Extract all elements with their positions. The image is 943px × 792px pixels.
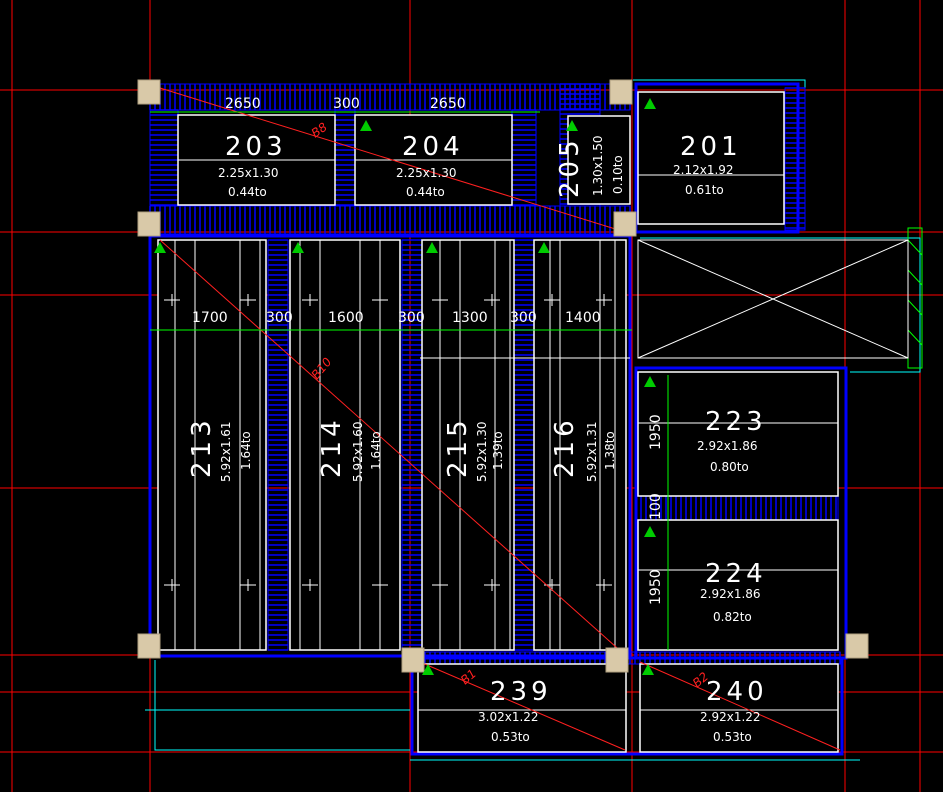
room-205-weight: 0.10to [611, 155, 625, 194]
dim-v-gap: 100 [648, 493, 664, 520]
dimension-texts: 2650 300 2650 1700 300 1600 300 1300 300… [192, 96, 664, 605]
room-201-size: 2.12x1.92 [673, 163, 734, 177]
room-204-id: 204 [402, 132, 464, 162]
triangle-marker [644, 376, 656, 387]
room-240-id: 240 [706, 677, 768, 707]
triangle-marker [154, 242, 166, 253]
column [137, 633, 161, 659]
column [137, 211, 161, 237]
triangle-marker [642, 664, 654, 675]
slab-panel [637, 371, 839, 497]
dim-g3: 300 [510, 310, 537, 326]
room-labels: 203 2.25x1.30 0.44to 204 2.25x1.30 0.44t… [187, 132, 768, 744]
slab-panel [289, 239, 401, 651]
room-203-weight: 0.44to [228, 185, 267, 199]
slab-panel [639, 663, 839, 753]
dim-d3: 1300 [452, 310, 488, 326]
triangle-marker [538, 242, 550, 253]
room-239-weight: 0.53to [491, 730, 530, 744]
room-214-size: 5.92x1.60 [351, 421, 365, 482]
room-216-id: 216 [550, 416, 580, 478]
room-224-size: 2.92x1.86 [700, 587, 761, 601]
slab-panel [417, 663, 627, 753]
room-239-size: 3.02x1.22 [478, 710, 539, 724]
room-203-id: 203 [225, 132, 287, 162]
room-215-id: 215 [443, 416, 473, 478]
room-224-weight: 0.82to [713, 610, 752, 624]
dim-v224: 1950 [648, 569, 664, 605]
room-240-weight: 0.53to [713, 730, 752, 744]
room-224-id: 224 [705, 559, 767, 589]
beam-frame [148, 234, 632, 658]
beam-frame [634, 82, 800, 234]
room-213-weight: 1.64to [239, 431, 253, 470]
room-201-id: 201 [680, 132, 742, 162]
triangle-marker [426, 242, 438, 253]
room-215-size: 5.92x1.30 [475, 421, 489, 482]
columns [137, 79, 869, 673]
triangle-marker [360, 120, 372, 131]
dimension-lines [150, 111, 669, 650]
opening-cross [637, 239, 909, 359]
column [613, 211, 637, 237]
room-204-weight: 0.44to [406, 185, 445, 199]
triangle-marker [422, 664, 434, 675]
dim-g2: 300 [398, 310, 425, 326]
dim-d4: 1400 [565, 310, 601, 326]
room-205-id: 205 [555, 136, 585, 198]
dim-top-b: 2650 [430, 96, 466, 112]
room-201-weight: 0.61to [685, 183, 724, 197]
dim-v223: 1950 [648, 414, 664, 450]
dim-d2: 1600 [328, 310, 364, 326]
room-214-weight: 1.64to [369, 431, 383, 470]
room-205-size: 1.30x1.50 [591, 135, 605, 196]
room-215-weight: 1.39to [491, 431, 505, 470]
outline [145, 79, 921, 761]
slab-panel [637, 519, 839, 651]
triangle-marker [644, 98, 656, 109]
room-214-id: 214 [317, 416, 347, 478]
markers [154, 98, 656, 675]
slab-panel [567, 115, 631, 205]
column [845, 633, 869, 659]
room-223-weight: 0.80to [710, 460, 749, 474]
room-213-id: 213 [187, 416, 217, 478]
column [137, 79, 161, 105]
triangle-marker [644, 526, 656, 537]
triangle-marker [566, 120, 578, 131]
room-204-size: 2.25x1.30 [396, 166, 457, 180]
dim-top-a: 2650 [225, 96, 261, 112]
slab-panel [421, 239, 515, 651]
room-203-size: 2.25x1.30 [218, 166, 279, 180]
room-239-id: 239 [490, 677, 552, 707]
slab-panels [157, 91, 839, 753]
dim-g1: 300 [266, 310, 293, 326]
room-223-size: 2.92x1.86 [697, 439, 758, 453]
column [609, 79, 633, 105]
column [401, 647, 425, 673]
room-240-size: 2.92x1.22 [700, 710, 761, 724]
dim-top-gap: 300 [333, 96, 360, 112]
room-216-weight: 1.38to [603, 431, 617, 470]
dim-d1: 1700 [192, 310, 228, 326]
column [605, 647, 629, 673]
slab-panel [533, 239, 627, 651]
triangle-marker [292, 242, 304, 253]
room-223-id: 223 [705, 407, 767, 437]
room-216-size: 5.92x1.31 [585, 421, 599, 482]
room-213-size: 5.92x1.61 [219, 421, 233, 482]
slab-panel [637, 91, 785, 225]
